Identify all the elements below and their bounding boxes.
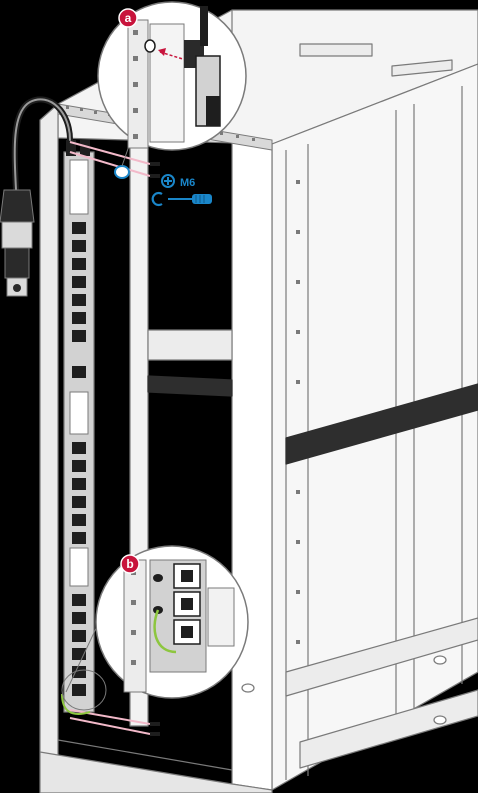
callout-b-label: b <box>126 557 133 571</box>
cabinet-base <box>39 751 273 793</box>
detail-view-a: a <box>97 1 247 167</box>
pdu-power-cable <box>0 96 73 297</box>
floating-nut-icon <box>114 165 130 179</box>
phillips-head-icon <box>161 174 175 188</box>
screw-size-label: M6 <box>180 177 195 189</box>
pdu-strip <box>63 140 95 713</box>
callout-a-label: a <box>125 11 132 25</box>
cabinet-frame <box>39 9 478 793</box>
detail-view-b: b <box>61 545 249 711</box>
mounting-screws <box>150 162 160 736</box>
tool-indicator: M6 <box>151 174 212 207</box>
cabinet-side-beam <box>285 383 478 465</box>
industrial-plug <box>0 189 35 297</box>
installation-guide-lines <box>69 141 151 735</box>
pdu-outlets <box>72 222 86 696</box>
cabinet-front-post-right <box>231 139 273 791</box>
phillips-screwdriver-icon <box>151 191 212 207</box>
ground-wire <box>61 693 91 715</box>
cabinet-rear-post <box>39 103 59 761</box>
